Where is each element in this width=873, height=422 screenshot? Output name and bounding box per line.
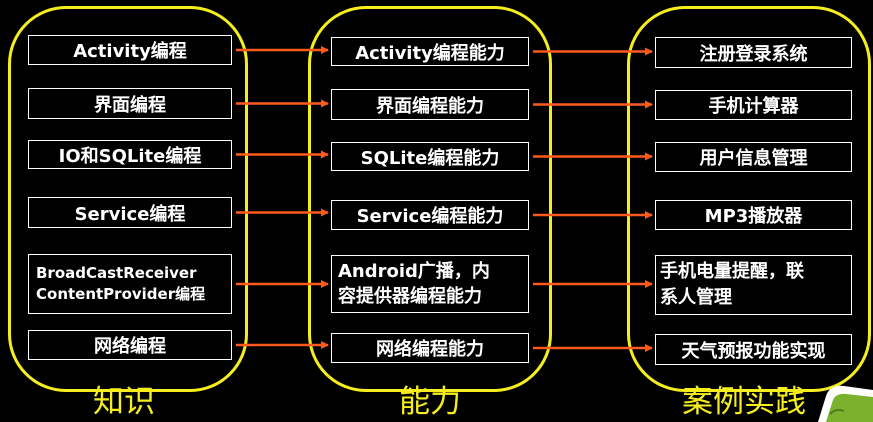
ability-item-label: Activity编程能力 [355, 42, 505, 64]
ability-item-service: Service编程能力 [331, 200, 529, 230]
knowledge-item-ui: 界面编程 [28, 88, 232, 119]
knowledge-column-frame [8, 6, 248, 392]
practice-item-mp3-player: MP3播放器 [655, 200, 852, 230]
android-logo-icon [818, 385, 873, 422]
ability-item-label: Android广播，内 容提供器编程能力 [338, 261, 490, 307]
practice-item-weather: 天气预报功能实现 [655, 334, 852, 365]
practice-item-label: 用户信息管理 [699, 148, 808, 169]
knowledge-item-label: 网络编程 [94, 336, 166, 357]
practice-item-login-system: 注册登录系统 [655, 37, 852, 68]
knowledge-item-label: Service编程 [74, 203, 186, 225]
knowledge-item-network: 网络编程 [28, 330, 232, 360]
practice-item-label: 注册登录系统 [699, 43, 808, 65]
knowledge-item-label: BroadCastReceiver ContentProvider编程 [36, 264, 206, 303]
ability-item-label: SQLite编程能力 [360, 147, 500, 169]
practice-item-label: 天气预报功能实现 [681, 340, 826, 362]
ability-item-network: 网络编程能力 [331, 333, 529, 363]
knowledge-item-broadcast-provider: BroadCastReceiver ContentProvider编程 [28, 254, 232, 314]
knowledge-item-service: Service编程 [28, 197, 232, 228]
ability-item-activity: Activity编程能力 [331, 37, 529, 66]
ability-column-label: 能力 [399, 384, 461, 420]
knowledge-column-label: 知识 [93, 384, 155, 420]
ability-item-label: 网络编程能力 [376, 339, 484, 360]
practice-item-calculator: 手机计算器 [655, 90, 852, 120]
ability-item-label: Service编程能力 [356, 206, 504, 227]
ability-column-frame [308, 6, 552, 392]
practice-item-label: 手机电量提醒，联 系人管理 [660, 261, 804, 308]
practice-column-label: 案例实践 [682, 384, 806, 420]
practice-item-label: MP3播放器 [704, 206, 803, 227]
knowledge-item-activity: Activity编程 [28, 35, 232, 65]
ability-item-broadcast-provider: Android广播，内 容提供器编程能力 [331, 255, 529, 313]
knowledge-item-label: 界面编程 [94, 94, 166, 116]
ability-item-ui: 界面编程能力 [331, 89, 529, 120]
practice-item-battery-contacts: 手机电量提醒，联 系人管理 [655, 255, 852, 315]
practice-item-label: 手机计算器 [708, 96, 799, 117]
knowledge-item-io-sqlite: IO和SQLite编程 [28, 140, 232, 169]
ability-item-sqlite: SQLite编程能力 [331, 142, 529, 171]
knowledge-item-label: IO和SQLite编程 [58, 145, 202, 167]
ability-item-label: 界面编程能力 [376, 95, 484, 117]
knowledge-item-label: Activity编程 [73, 41, 187, 62]
practice-item-user-info: 用户信息管理 [655, 142, 852, 172]
practice-column-frame [627, 6, 871, 392]
